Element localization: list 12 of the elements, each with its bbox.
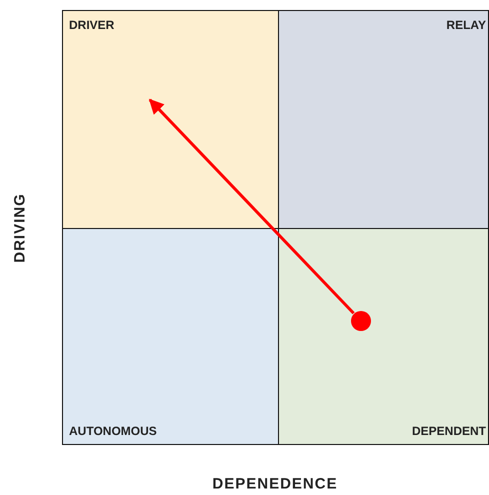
quadrant-label: DRIVER bbox=[69, 18, 114, 32]
dot-marker bbox=[350, 310, 370, 330]
quadrant-panel bbox=[278, 228, 489, 445]
quadrant-panel bbox=[278, 10, 489, 229]
arrow bbox=[148, 98, 355, 314]
quadrant-label: AUTONOMOUS bbox=[69, 424, 157, 438]
quadrant-panel bbox=[62, 10, 279, 229]
axis-title: DEPENEDENCE bbox=[212, 476, 338, 492]
axis-title: DRIVING bbox=[12, 193, 28, 263]
quadrant-panel bbox=[62, 228, 279, 445]
quadrant-label: DEPENDENT bbox=[412, 424, 486, 438]
quadrant-label: RELAY bbox=[446, 18, 486, 32]
